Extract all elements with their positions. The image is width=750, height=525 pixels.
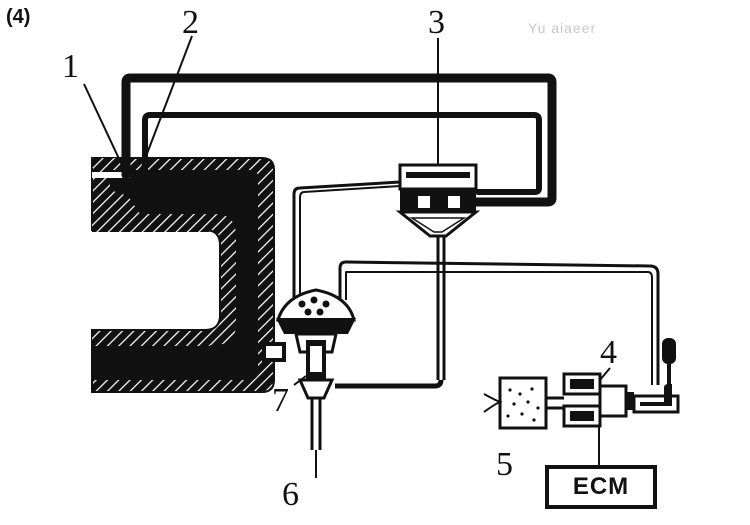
callout-4: 4 (600, 334, 617, 371)
vsv-solenoid (562, 338, 680, 465)
ecm-label: ECM (572, 473, 630, 500)
callout-3: 3 (428, 4, 445, 41)
callout-5: 5 (496, 446, 513, 483)
vacuum-modulator (395, 163, 481, 380)
manifold-body (91, 157, 275, 393)
vacuum-lines-upper (121, 73, 557, 207)
egr-valve (262, 288, 356, 478)
callout-leaders (83, 35, 611, 386)
callout-2: 2 (182, 4, 199, 41)
callout-6: 6 (282, 476, 299, 513)
figure-number: (4) (6, 6, 31, 28)
ecm-box: ECM (545, 465, 657, 509)
callout-7: 7 (272, 382, 289, 419)
air-filter (483, 376, 564, 430)
faint-background-text: Yu aiaeer (528, 20, 597, 36)
callout-1: 1 (62, 48, 79, 85)
signal-lines (292, 180, 660, 389)
